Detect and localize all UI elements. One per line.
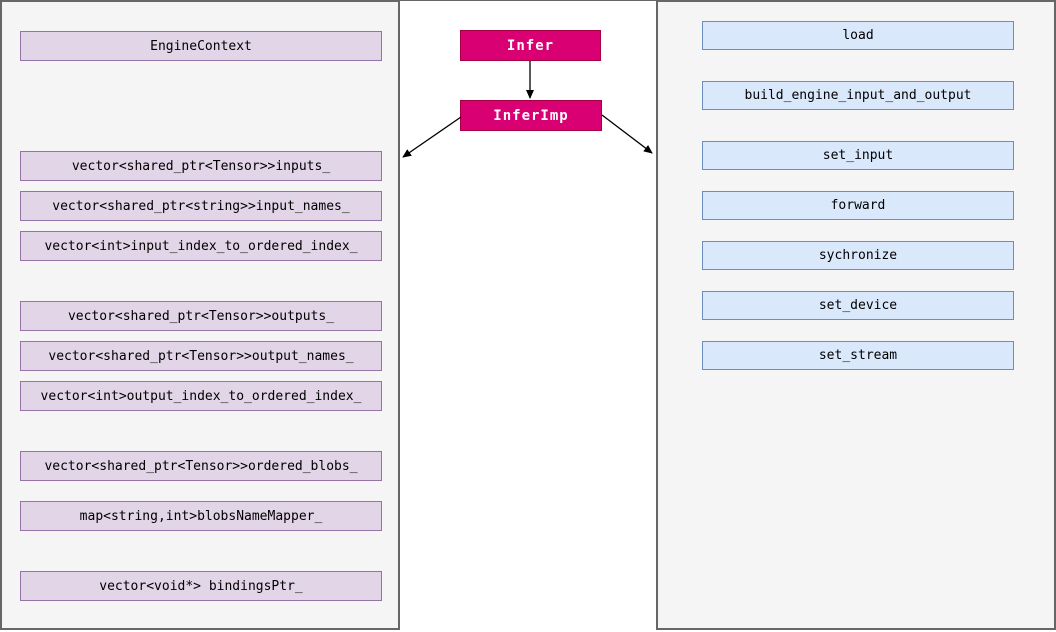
engine-context-title: EngineContext <box>20 31 382 61</box>
method-box-set-stream: set_stream <box>702 341 1014 370</box>
method-box-build-engine-input-and-output: build_engine_input_and_output <box>702 81 1014 110</box>
member-box-ordered-blobs: vector<shared_ptr<Tensor>>ordered_blobs_ <box>20 451 382 481</box>
member-box-outputs: vector<shared_ptr<Tensor>>outputs_ <box>20 301 382 331</box>
member-box-inputs: vector<shared_ptr<Tensor>>inputs_ <box>20 151 382 181</box>
top-border-line <box>0 0 1056 1</box>
method-box-load: load <box>702 21 1014 50</box>
member-box-blobs-name-mapper: map<string,int>blobsNameMapper_ <box>20 501 382 531</box>
infer-class-box: Infer <box>460 30 601 61</box>
member-box-output-names: vector<shared_ptr<Tensor>>output_names_ <box>20 341 382 371</box>
methods-panel: load build_engine_input_and_output set_i… <box>656 0 1056 630</box>
member-box-input-names: vector<shared_ptr<string>>input_names_ <box>20 191 382 221</box>
arrow-inferimp-to-members <box>402 116 462 158</box>
method-box-set-input: set_input <box>702 141 1014 170</box>
infer-imp-class-box: InferImp <box>460 100 602 131</box>
method-box-set-device: set_device <box>702 291 1014 320</box>
arrow-inferimp-to-methods <box>601 114 653 154</box>
method-box-forward: forward <box>702 191 1014 220</box>
member-box-bindings-ptr: vector<void*> bindingsPtr_ <box>20 571 382 601</box>
method-box-sychronize: sychronize <box>702 241 1014 270</box>
engine-context-panel: EngineContext vector<shared_ptr<Tensor>>… <box>0 0 400 630</box>
member-box-input-index-map: vector<int>input_index_to_ordered_index_ <box>20 231 382 261</box>
member-box-output-index-map: vector<int>output_index_to_ordered_index… <box>20 381 382 411</box>
